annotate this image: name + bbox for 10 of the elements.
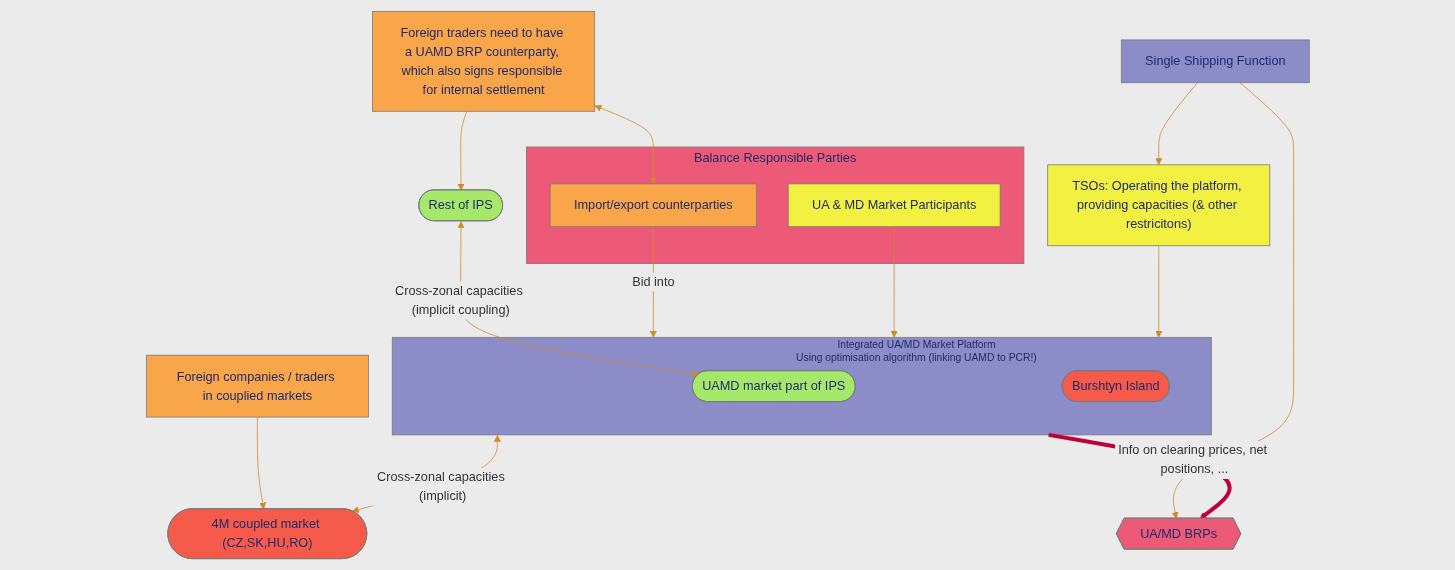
edge-label: Cross-zonal capacities (implicit) [376,470,505,503]
node-box: UA & MD Market Participants [787,183,1001,228]
node-box: Import/export counterparties [549,183,757,228]
node-box: Foreign companies / traders in couplied markets [145,354,369,418]
node-box: Single Shipping Function [1120,39,1310,84]
node-box: Foreign traders need to have a UAMD BRP counterparty, which also signs responsible for internal settlement [371,10,595,112]
edge-label: Info on clearing prices, net positions, ... [1117,443,1267,476]
edge-label: Bid into [631,274,675,289]
edge-label: Cross-zonal capacities (implicit coupling) [394,283,523,317]
node-box: TSOs: Operating the platform, providing capacities (& other restricitons) [1046,164,1270,247]
